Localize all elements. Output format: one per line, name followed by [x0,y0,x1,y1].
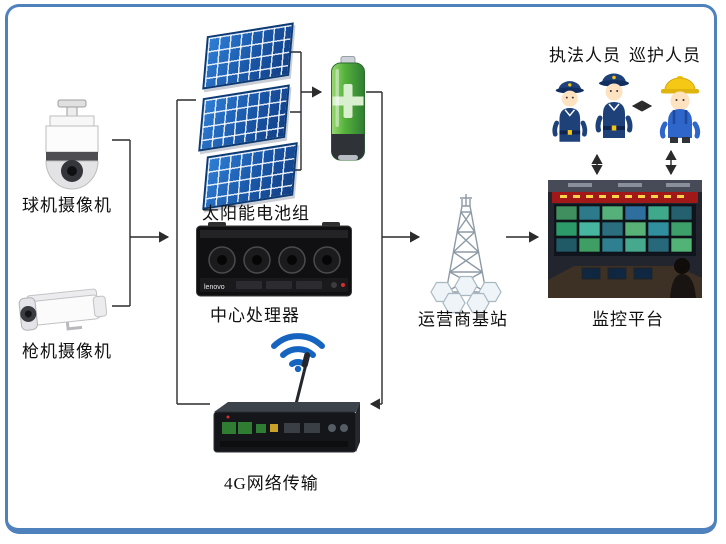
dome-camera-image [32,98,112,194]
label-solar-battery: 太阳能电池组 [202,204,310,223]
rack-server-image: lenovo [196,222,352,300]
label-central-processor: 中心处理器 [210,306,300,325]
label-monitoring-platform: 监控平台 [592,310,664,329]
label-patrol-staff: 巡护人员 [629,46,701,65]
label-carrier-base-station: 运营商基站 [418,310,508,329]
control-room-image [548,180,702,298]
diagram-border [5,4,717,534]
label-dome-camera: 球机摄像机 [22,196,112,215]
police-officers-image [550,66,636,148]
patrol-worker-image [648,66,712,144]
label-network-4g: 4G网络传输 [224,474,319,493]
bullet-camera-image [15,275,117,343]
wifi-router-image [210,348,364,460]
battery-image [330,56,366,162]
label-law-enforcement: 执法人员 [549,46,621,65]
server-brand-text: lenovo [204,284,225,291]
cell-tower-image [424,192,508,314]
label-bullet-camera: 枪机摄像机 [22,342,112,361]
